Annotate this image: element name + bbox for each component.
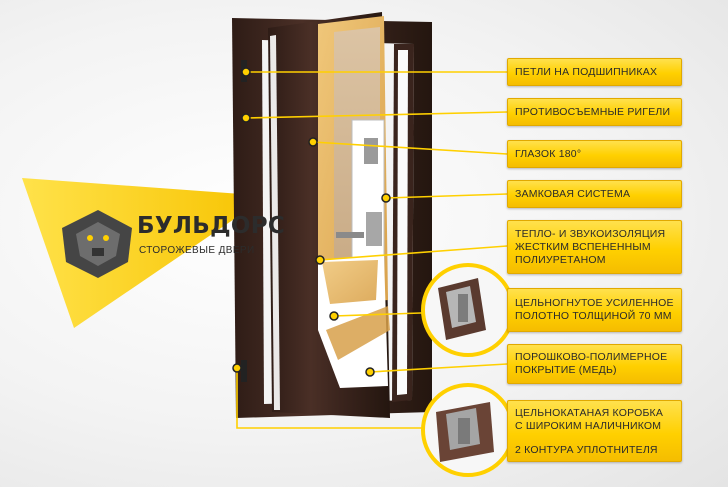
feature-label-peephole: ГЛАЗОК 180° <box>507 140 682 168</box>
brand-banner <box>22 178 268 328</box>
profile-section-icon <box>421 263 515 357</box>
bulldog-logo-icon <box>62 210 132 278</box>
feature-line: ЖЕСТКИМ ВСПЕНЕННЫМ <box>515 240 651 253</box>
feature-line: ЦЕЛЬНОКАТАНАЯ КОРОБКА <box>515 407 664 419</box>
feature-line: ПОЛИУРЕТАНОМ <box>515 253 606 266</box>
feature-label-leaf: ЦЕЛЬНОГНУТОЕ УСИЛЕННОЕ ПОЛОТНО ТОЛЩИНОЙ … <box>507 288 682 332</box>
feature-label-frame: ЦЕЛЬНОКАТАНАЯ КОРОБКА С ШИРОКИМ НАЛИЧНИК… <box>507 400 682 462</box>
feature-line: ПРОТИВОСЪЕМНЫЕ РИГЕЛИ <box>515 105 671 118</box>
brand-tagline: СТОРОЖЕВЫЕ ДВЕРИ <box>139 245 255 256</box>
feature-label-coating: ПОРОШКОВО-ПОЛИМЕРНОЕ ПОКРЫТИЕ (МЕДЬ) <box>507 344 682 384</box>
door-handle <box>336 232 364 238</box>
feature-label-hinges: ПЕТЛИ НА ПОДШИПНИКАХ <box>507 58 682 86</box>
feature-line: ПОРОШКОВО-ПОЛИМЕРНОЕ <box>515 351 668 363</box>
leader-lines <box>236 71 508 429</box>
feature-line: ТЕПЛО- И ЗВУКОИЗОЛЯЦИЯ <box>515 227 666 240</box>
feature-line: С ШИРОКИМ НАЛИЧНИКОМ <box>515 420 662 432</box>
feature-line: ЗАМКОВАЯ СИСТЕМА <box>515 187 631 200</box>
brand-name: БУЛЬДОРС <box>137 213 286 239</box>
feature-line: ПОЛОТНО ТОЛЩИНОЙ 70 ММ <box>515 310 672 322</box>
feature-line: ПОКРЫТИЕ (МЕДЬ) <box>515 364 617 376</box>
frame-section-icon <box>421 383 515 477</box>
feature-label-lock-system: ЗАМКОВАЯ СИСТЕМА <box>507 180 682 208</box>
feature-label-bolts: ПРОТИВОСЪЕМНЫЕ РИГЕЛИ <box>507 98 682 126</box>
feature-label-insulation: ТЕПЛО- И ЗВУКОИЗОЛЯЦИЯ ЖЕСТКИМ ВСПЕНЕННЫ… <box>507 220 682 274</box>
feature-line: ГЛАЗОК 180° <box>515 147 582 160</box>
feature-line: ПЕТЛИ НА ПОДШИПНИКАХ <box>515 65 658 78</box>
feature-line: ЦЕЛЬНОГНУТОЕ УСИЛЕННОЕ <box>515 297 674 309</box>
feature-extra-seals: 2 КОНТУРА УПЛОТНИТЕЛЯ <box>515 444 658 456</box>
